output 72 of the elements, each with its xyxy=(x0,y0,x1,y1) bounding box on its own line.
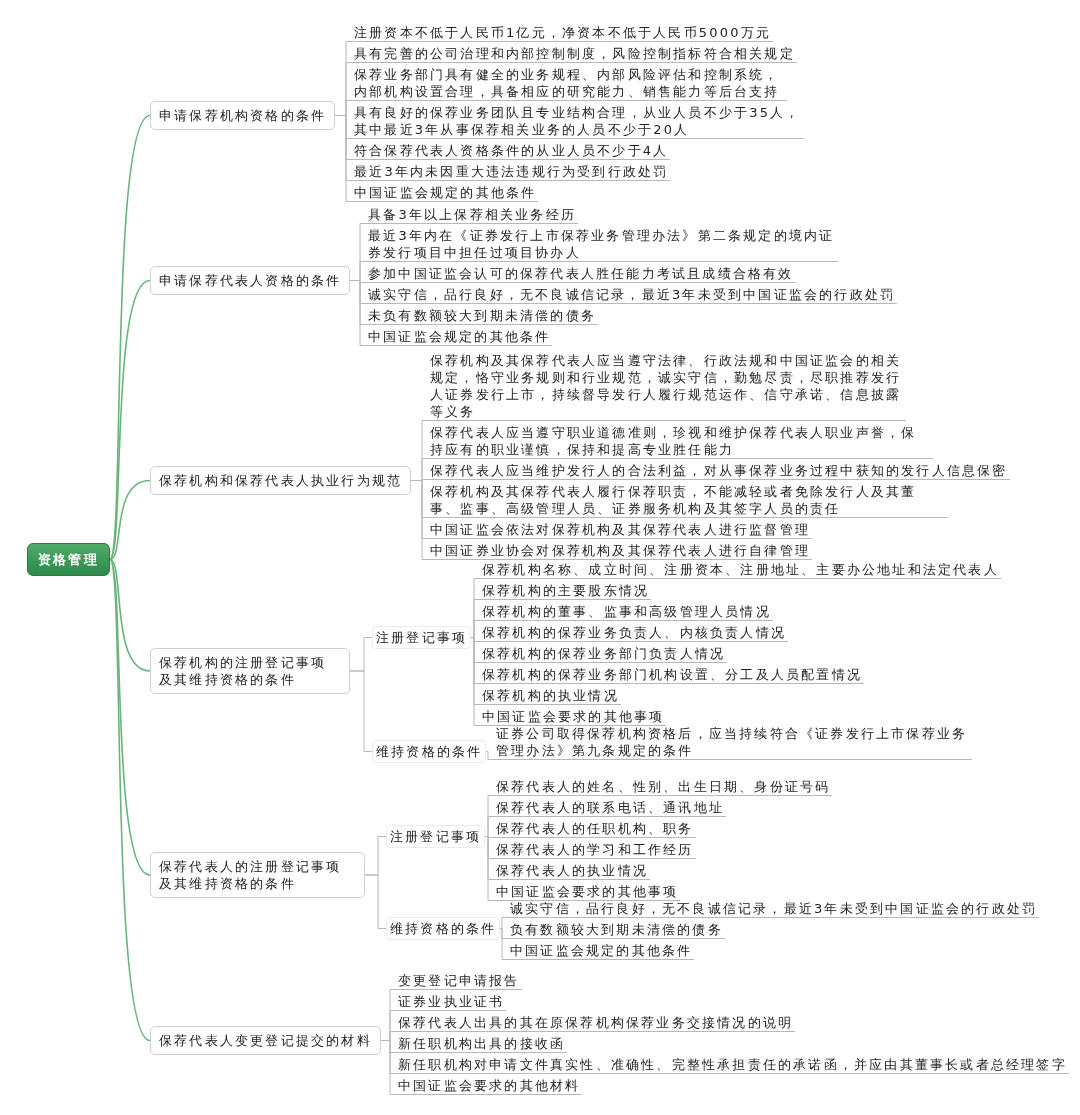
leaf-item-text: 证券业执业证书 xyxy=(396,991,507,1011)
leaf-item-text: 参加中国证监会认可的保荐代表人胜任能力考试且成绩合格有效 xyxy=(366,263,796,283)
leaf-item-text: 最近3年内未因重大违法违规行为受到行政处罚 xyxy=(352,161,671,181)
leaf-item-text: 中国证券业协会对保荐机构及其保荐代表人进行自律管理 xyxy=(428,540,812,560)
leaf-item-text: 中国证监会要求的其他事项 xyxy=(494,881,681,901)
branch-connector xyxy=(109,558,151,1042)
bracket-line xyxy=(364,874,387,929)
leaf-item-text: 保荐机构及其保荐代表人应当遵守法律、行政法规和中国证监会的相关规定，恪守业务规则和行业规范，诚实守信，勤勉尽责，尽职推荐发行人证券发行上市，持续督导发行人履行规范运作、信守承诺、信息披露等义务 xyxy=(428,350,906,421)
leaf-item-text: 保荐机构的董事、监事和高级管理人员情况 xyxy=(480,601,773,621)
leaf-item-text: 保荐机构的执业情况 xyxy=(480,685,621,705)
bracket-line xyxy=(499,917,509,929)
branch-connector xyxy=(109,279,151,561)
branch-topic-box: 保荐代表人的注册登记事项及其维持资格的条件 xyxy=(150,852,365,898)
leaf-item-text: 保荐代表人的联系电话、通讯地址 xyxy=(494,797,726,817)
leaf-item-text: 保荐机构的保荐业务部门负责人情况 xyxy=(480,643,728,663)
leaf-item-text: 保荐机构的保荐业务负责人、内核负责人情况 xyxy=(480,622,788,642)
bracket-line xyxy=(349,280,367,346)
leaf-item-text: 保荐代表人的姓名、性别、出生日期、身份证号码 xyxy=(494,776,833,796)
leaf-item-text: 具有良好的保荐业务团队且专业结构合理，从业人员不少于35人，其中最近3年从事保荐相关业务的人员不少于20人 xyxy=(352,102,804,139)
leaf-item-text: 最近3年内在《证券发行上市保荐业务管理办法》第二条规定的境内证券发行项目中担任过项目协办人 xyxy=(366,225,838,262)
leaf-item-text: 中国证监会规定的其他条件 xyxy=(352,182,539,202)
bracket-line xyxy=(470,637,481,726)
leaf-item-text: 保荐代表人的学习和工作经历 xyxy=(494,839,696,859)
branch-topic-box: 保荐机构的注册登记事项及其维持资格的条件 xyxy=(150,648,350,694)
leaf-item-text: 负有数额较大到期未清偿的债务 xyxy=(508,919,725,939)
subtopic-label: 维持资格的条件 xyxy=(386,917,501,940)
branch-topic-box: 申请保荐机构资格的条件 xyxy=(150,101,336,130)
subtopic-label: 注册登记事项 xyxy=(386,825,486,848)
leaf-item-text: 保荐代表人的任职机构、职务 xyxy=(494,818,696,838)
branch-topic-box: 申请保荐代表人资格的条件 xyxy=(150,266,351,295)
bracket-line xyxy=(349,670,373,752)
leaf-item-text: 保荐机构及其保荐代表人履行保荐职责，不能减轻或者免除发行人及其董事、监事、高级管理人员、证券服务机构及其签字人员的责任 xyxy=(428,481,948,518)
leaf-item-text: 保荐代表人的执业情况 xyxy=(494,860,650,880)
leaf-item-text: 保荐业务部门具有健全的业务规程、内部风险评估和控制系统，内部机构设置合理，具备相应的研究能力、销售能力等后台支持 xyxy=(352,64,787,101)
branch-connector xyxy=(109,558,151,876)
leaf-item-text: 中国证监会规定的其他条件 xyxy=(366,326,553,346)
leaf-item-text: 注册资本不低于人民币1亿元，净资本不低于人民币5000万元 xyxy=(352,22,774,42)
leaf-item-text: 新任职机构出具的接收函 xyxy=(396,1033,568,1053)
leaf-item-text: 符合保荐代表人资格条件的从业人员不少于4人 xyxy=(352,140,671,160)
leaf-item-text: 变更登记申请报告 xyxy=(396,970,522,990)
bracket-line xyxy=(499,928,509,960)
leaf-item-text: 中国证监会依法对保荐机构及其保荐代表人进行监督管理 xyxy=(428,519,812,539)
bracket-line xyxy=(484,816,495,837)
leaf-item-text: 诚实守信，品行良好，无不良诚信记录，最近3年未受到中国证监会的行政处罚 xyxy=(508,898,1040,918)
subtopic-label: 维持资格的条件 xyxy=(372,740,487,763)
branch-topic-box: 保荐机构和保荐代表人执业行为规范 xyxy=(150,466,412,495)
bracket-line xyxy=(380,1040,397,1095)
leaf-item-text: 中国证监会规定的其他条件 xyxy=(508,940,695,960)
branch-topic-box: 保荐代表人变更登记提交的材料 xyxy=(150,1026,381,1055)
root-topic-box: 资格管理 xyxy=(27,543,110,576)
leaf-item-text: 保荐机构的保荐业务部门机构设置、分工及人员配置情况 xyxy=(480,664,864,684)
bracket-line xyxy=(334,115,353,202)
bracket-line xyxy=(410,480,429,560)
leaf-item-text: 保荐代表人应当遵守职业道德准则，珍视和维护保荐代表人职业声誉，保持应有的职业谨慎，保持和提高专业胜任能力 xyxy=(428,422,933,459)
bracket-line xyxy=(470,620,481,638)
leaf-item-text: 未负有数额较大到期未清偿的债务 xyxy=(366,305,598,325)
leaf-item-text: 保荐代表人应当维护发行人的合法利益，对从事保荐业务过程中获知的发行人信息保密 xyxy=(428,460,1010,480)
leaf-item-text: 具有完善的公司治理和内部控制制度，风险控制指标符合相关规定 xyxy=(352,43,797,63)
bracket-line xyxy=(485,751,495,760)
leaf-item-text: 保荐机构名称、成立时间、注册资本、注册地址、主要办公地址和法定代表人 xyxy=(480,559,1001,579)
leaf-item-text: 中国证监会要求的其他材料 xyxy=(396,1075,583,1095)
leaf-item-text: 诚实守信，品行良好，无不良诚信记录，最近3年未受到中国证监会的行政处罚 xyxy=(366,284,898,304)
leaf-item-text: 新任职机构对申请文件真实性、准确性、完整性承担责任的承诺函，并应由其董事长或者总经理签字 xyxy=(396,1054,1069,1074)
subtopic-label: 注册登记事项 xyxy=(372,626,472,649)
leaf-item-text: 中国证监会要求的其他事项 xyxy=(480,706,667,726)
bracket-line xyxy=(484,836,495,901)
leaf-item-text: 证券公司取得保荐机构资格后，应当持续符合《证券发行上市保荐业务管理办法》第九条规定的条件 xyxy=(494,723,972,760)
leaf-item-text: 保荐机构的主要股东情况 xyxy=(480,580,652,600)
branch-connector xyxy=(109,479,151,561)
leaf-item-text: 保荐代表人出具的其在原保荐机构保荐业务交接情况的说明 xyxy=(396,1012,796,1032)
leaf-item-text: 具备3年以上保荐相关业务经历 xyxy=(366,204,579,224)
branch-connector xyxy=(109,558,151,672)
